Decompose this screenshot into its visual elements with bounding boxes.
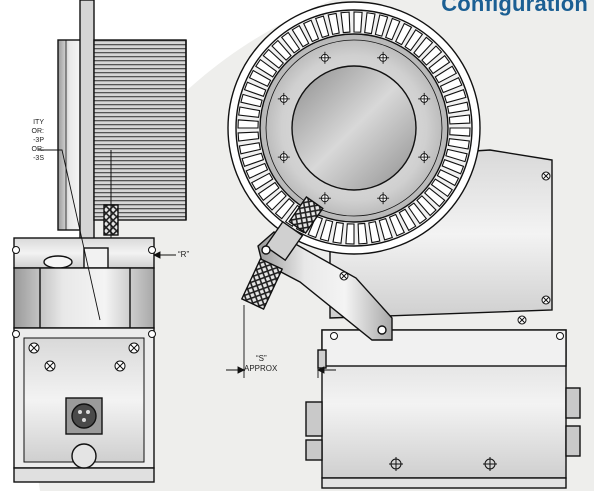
wheel-tooth <box>447 138 470 150</box>
connector-callout: ITY OR: -3P OR: -3S <box>0 118 44 163</box>
wheel-tooth <box>238 142 262 155</box>
wheel-tooth <box>388 213 406 237</box>
receptacle-connector <box>65 397 103 435</box>
wheel-tooth <box>428 54 451 75</box>
wheel-tooth <box>430 178 453 198</box>
wheel-tooth <box>240 93 263 108</box>
wheel-tooth <box>243 81 267 97</box>
wheel-tooth <box>364 12 376 35</box>
wheel-tooth <box>449 127 471 137</box>
wheel-tooth <box>374 14 389 37</box>
callout-line: ITY <box>33 119 44 126</box>
wheel-tooth <box>255 58 278 78</box>
wheel-tooth <box>302 19 320 43</box>
side-screws <box>12 246 156 372</box>
callout-line: -3S <box>33 155 44 162</box>
wheel-tooth <box>280 31 301 54</box>
front-view <box>227 1 581 489</box>
fastener-icon <box>277 151 290 164</box>
wheel-tooth <box>445 148 468 163</box>
wheel-tooth <box>238 106 261 118</box>
side-leaders <box>38 149 176 321</box>
wheel-tooth <box>353 11 363 33</box>
wheel-tooth <box>439 76 463 94</box>
wheel-tooth <box>446 101 470 114</box>
wheel-tooth <box>265 190 287 211</box>
wheel-tooth <box>241 152 265 168</box>
wheel-tooth <box>237 131 260 142</box>
front-screws <box>330 171 564 471</box>
wheel-tooth <box>332 221 344 244</box>
wheel-tooth <box>385 17 401 41</box>
wheel-tooth <box>421 45 443 66</box>
callout-line: -3P <box>33 137 44 144</box>
wheel-screws <box>277 51 431 205</box>
wheel-tooth <box>319 219 334 242</box>
fastener-icon <box>377 51 390 64</box>
fastener-icon <box>418 92 431 105</box>
wheel-assembly <box>227 1 481 255</box>
dimension-s-note: APPROX <box>244 364 278 373</box>
wheel-tooth <box>262 48 285 69</box>
fastener-icon <box>277 92 290 105</box>
wheel-tooth <box>245 162 269 180</box>
wheel-tooth <box>274 197 295 220</box>
wheel-tooth <box>357 222 368 245</box>
wheel-tooth <box>436 168 460 187</box>
fastener-icon <box>318 51 331 64</box>
wheel-tooth <box>404 29 424 52</box>
wheel-tooth <box>257 181 280 202</box>
wheel-tooth <box>250 172 274 191</box>
wheel-tooth <box>327 12 340 36</box>
wheel-tooth <box>307 215 323 239</box>
wheel-tooth <box>398 208 417 232</box>
callout-line: OR: <box>31 146 44 153</box>
fastener-icon <box>418 151 431 164</box>
wheel-tooth <box>340 11 351 34</box>
fastener-icon <box>318 192 331 205</box>
dimension-r-label: “R” <box>178 250 190 259</box>
wheel-tooth <box>441 159 465 175</box>
fastener-icon <box>377 192 390 205</box>
wheel-tooth <box>413 36 434 59</box>
side-fins <box>93 39 187 221</box>
page-title: Configuration <box>441 0 588 16</box>
side-view <box>13 0 187 483</box>
wheel-tooth <box>314 15 330 39</box>
wheel-tooth <box>416 195 437 217</box>
wheel-tooth <box>423 187 446 208</box>
wheel-tooth <box>345 223 355 245</box>
wheel-tooth <box>394 22 413 46</box>
side-drain-plug <box>71 443 97 469</box>
wheel-tooth <box>434 65 458 84</box>
wheel-tooth <box>378 217 394 241</box>
wheel-tooth <box>248 69 272 88</box>
wheel-tooth <box>271 39 292 61</box>
wheel-tooth <box>368 220 381 244</box>
wheel-tooth <box>443 88 467 104</box>
wheel-tooth <box>407 202 428 225</box>
dimension-s-label: “S” <box>256 354 267 363</box>
front-cable <box>240 196 324 310</box>
wheel-tooth <box>237 119 259 129</box>
s-dimension <box>226 305 336 378</box>
callout-line: OR: <box>31 128 44 135</box>
front-connector <box>240 258 284 310</box>
wheel-tooth <box>448 114 471 125</box>
wheel-face <box>291 65 417 191</box>
wheel-tooth <box>291 24 310 48</box>
